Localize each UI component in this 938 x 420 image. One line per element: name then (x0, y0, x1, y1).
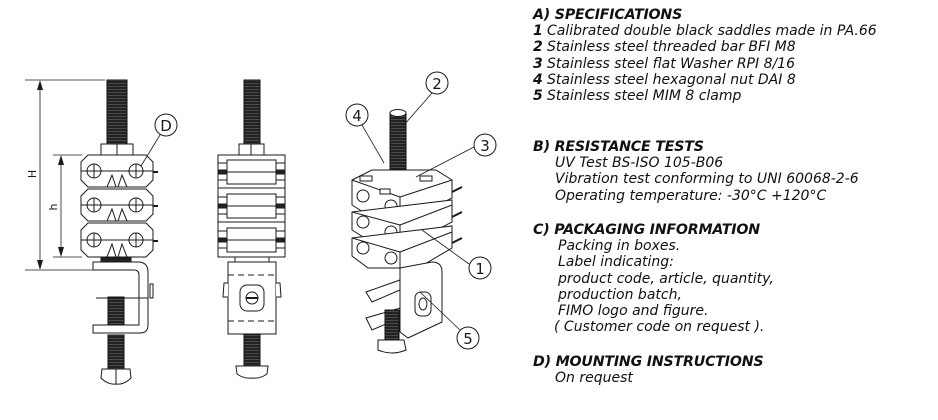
saddle-side (217, 227, 286, 253)
packaging-line: Label indicating: (558, 254, 674, 271)
packaging-note: ( Customer code on request ). (554, 319, 765, 336)
section-packaging: C) PACKAGING INFORMATION Packing in boxe… (533, 222, 774, 335)
saddle-block (80, 154, 158, 188)
spec-item-text: Stainless steel hexagonal nut DAI 8 (547, 71, 796, 88)
spec-item-number: 3 (533, 55, 543, 72)
callout-label-2: 2 (432, 75, 442, 93)
section-title: D) MOUNTING INSTRUCTIONS (533, 354, 764, 370)
c-clamp (92, 257, 154, 385)
front-view: H h (25, 79, 178, 385)
section-resistance-tests: B) RESISTANCE TESTS UV Test BS-ISO 105-B… (533, 139, 859, 204)
section-mounting: D) MOUNTING INSTRUCTIONS On request (533, 354, 764, 387)
dimension-h (53, 154, 82, 258)
spec-item-text: Stainless steel MIM 8 clamp (547, 88, 742, 105)
spec-item-number: 4 (533, 71, 543, 88)
dimension-label-h: h (47, 203, 60, 210)
test-line: UV Test BS-ISO 105-B06 (555, 155, 724, 172)
technical-drawing: H h (25, 71, 497, 385)
c-clamp-iso (365, 261, 443, 354)
threaded-bar (243, 79, 261, 146)
spec-item-text: Stainless steel flat Washer RPI 8/16 (547, 55, 796, 72)
callout-label-3: 3 (480, 137, 490, 155)
callout-circle-D (154, 113, 178, 137)
test-line: Vibration test conforming to UNI 60068-2… (555, 171, 859, 188)
dimension-label-H: H (26, 170, 39, 178)
spec-item-text: Calibrated double black saddles made in … (547, 23, 877, 40)
spec-item-number: 5 (533, 88, 543, 105)
section-title: C) PACKAGING INFORMATION (533, 222, 760, 238)
mounting-line: On request (555, 370, 633, 387)
test-line: Operating temperature: -30°C +120°C (555, 187, 827, 204)
threaded-bar (106, 79, 128, 147)
callout-label-D: D (160, 117, 172, 135)
callout-label-5: 5 (463, 330, 473, 348)
packaging-line: Packing in boxes. (558, 238, 681, 255)
packaging-line: product code, article, quantity, (558, 270, 774, 287)
threaded-bar (389, 112, 407, 174)
section-title: B) RESISTANCE TESTS (533, 139, 704, 155)
section-title: A) SPECIFICATIONS (533, 7, 683, 23)
callout-label-4: 4 (352, 107, 362, 125)
packaging-line: FIMO logo and figure. (558, 303, 709, 320)
dimension-H (25, 79, 105, 271)
spec-item-text: Stainless steel threaded bar BFI M8 (547, 39, 796, 56)
packaging-line: production batch, (558, 286, 682, 303)
saddle-block (80, 222, 158, 258)
isometric-view: 2 4 3 1 5 (345, 71, 497, 354)
saddle-side (217, 159, 286, 189)
saddle-side (217, 193, 286, 223)
spec-item-number: 2 (533, 39, 543, 56)
saddle-block (80, 188, 158, 222)
spec-item-number: 1 (533, 23, 543, 40)
side-view (217, 79, 286, 379)
threaded-bar (243, 333, 261, 367)
callout-label-1: 1 (475, 260, 485, 278)
